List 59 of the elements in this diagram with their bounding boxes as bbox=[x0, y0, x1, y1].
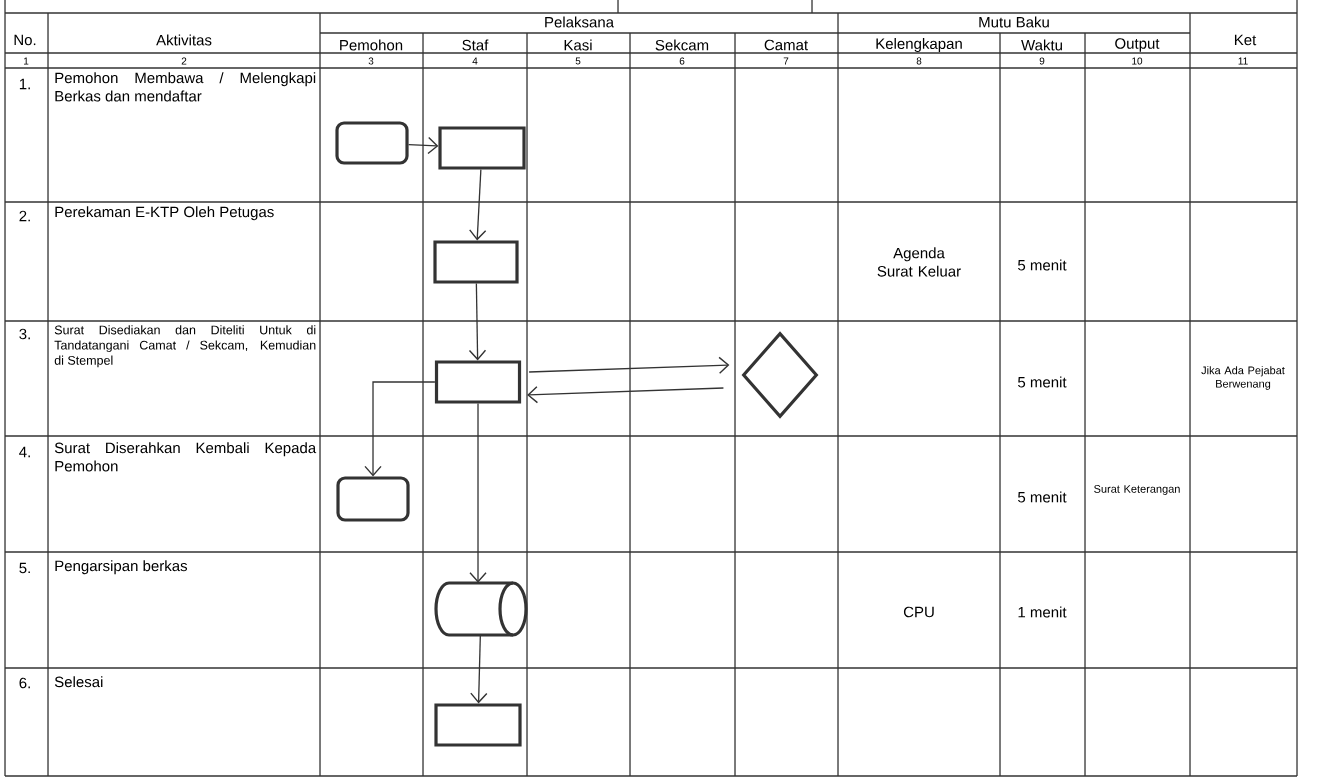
cell-text: CPU bbox=[903, 606, 934, 618]
column-number: 10 bbox=[1132, 57, 1143, 65]
row-number: 2. bbox=[19, 210, 30, 222]
column-number: 3 bbox=[368, 57, 374, 65]
column-header: Kasi bbox=[564, 39, 592, 51]
arrow bbox=[468, 282, 487, 361]
column-number: 8 bbox=[916, 57, 922, 65]
column-number: 4 bbox=[472, 57, 478, 65]
column-number: 11 bbox=[1238, 57, 1248, 65]
process-box bbox=[434, 703, 522, 747]
arrow bbox=[364, 381, 436, 477]
column-header: Camat bbox=[764, 39, 808, 51]
cell-text: 5 menit bbox=[1018, 376, 1067, 388]
column-number: 7 bbox=[783, 57, 789, 65]
cell-text: Agenda Surat Keluar bbox=[877, 247, 961, 277]
process-box bbox=[434, 360, 522, 404]
column-header: Sekcam bbox=[655, 39, 709, 51]
column-header: Aktivitas bbox=[156, 34, 212, 46]
column-header: Pelaksana bbox=[545, 16, 614, 28]
column-number: 2 bbox=[181, 57, 187, 65]
cell-text: 5 menit bbox=[1018, 259, 1067, 271]
row-number: 1. bbox=[19, 78, 30, 90]
cell-text: 1 menit bbox=[1018, 606, 1067, 618]
column-number: 1 bbox=[24, 57, 29, 65]
arrow bbox=[407, 136, 439, 155]
arrow bbox=[469, 402, 487, 583]
cell-text: 5 menit bbox=[1018, 491, 1067, 503]
row-number: 3. bbox=[19, 328, 30, 340]
arrow bbox=[528, 356, 730, 375]
column-header: Ket bbox=[1234, 34, 1257, 46]
column-header: Staf bbox=[462, 39, 489, 51]
row-number: 5. bbox=[19, 562, 30, 574]
process-box bbox=[438, 126, 526, 170]
column-number: 5 bbox=[575, 57, 581, 65]
storage-cylinder bbox=[434, 581, 528, 637]
row-number: 6. bbox=[19, 677, 30, 689]
row-number: 4. bbox=[19, 446, 30, 458]
cell-text: Surat Keterangan bbox=[1094, 485, 1180, 495]
column-header: Waktu bbox=[1021, 39, 1062, 51]
column-number: 6 bbox=[679, 57, 685, 65]
activity-text: Pemohon Membawa / Melengkapi Berkas dan mendaftar bbox=[55, 72, 316, 102]
process-box bbox=[433, 240, 519, 284]
column-header: No. bbox=[14, 34, 36, 46]
column-header: Kelengkapan bbox=[876, 38, 962, 52]
activity-text: Selesai bbox=[54, 676, 103, 688]
activity-text: Surat Disediakan dan Diteliti Untuk di Tandatangani Camat / Sekcam, Kemudian di Stempel bbox=[54, 325, 316, 368]
arrow bbox=[527, 385, 725, 404]
column-header: Mutu Baku bbox=[979, 16, 1049, 28]
activity-text: Surat Diserahkan Kembali Kepada Pemohon bbox=[54, 442, 317, 472]
activity-text: Pengarsipan berkas bbox=[55, 560, 188, 575]
terminal-box bbox=[335, 121, 409, 165]
terminal-box bbox=[336, 476, 410, 522]
column-header: Output bbox=[1115, 38, 1160, 52]
arrow bbox=[469, 168, 487, 241]
column-number: 9 bbox=[1039, 57, 1045, 65]
arrow bbox=[470, 634, 488, 704]
column-header: Pemohon bbox=[340, 39, 403, 51]
activity-text: Perekaman E-KTP Oleh Petugas bbox=[55, 206, 274, 221]
cell-text: Jika Ada Pejabat Berwenang bbox=[1201, 366, 1285, 390]
